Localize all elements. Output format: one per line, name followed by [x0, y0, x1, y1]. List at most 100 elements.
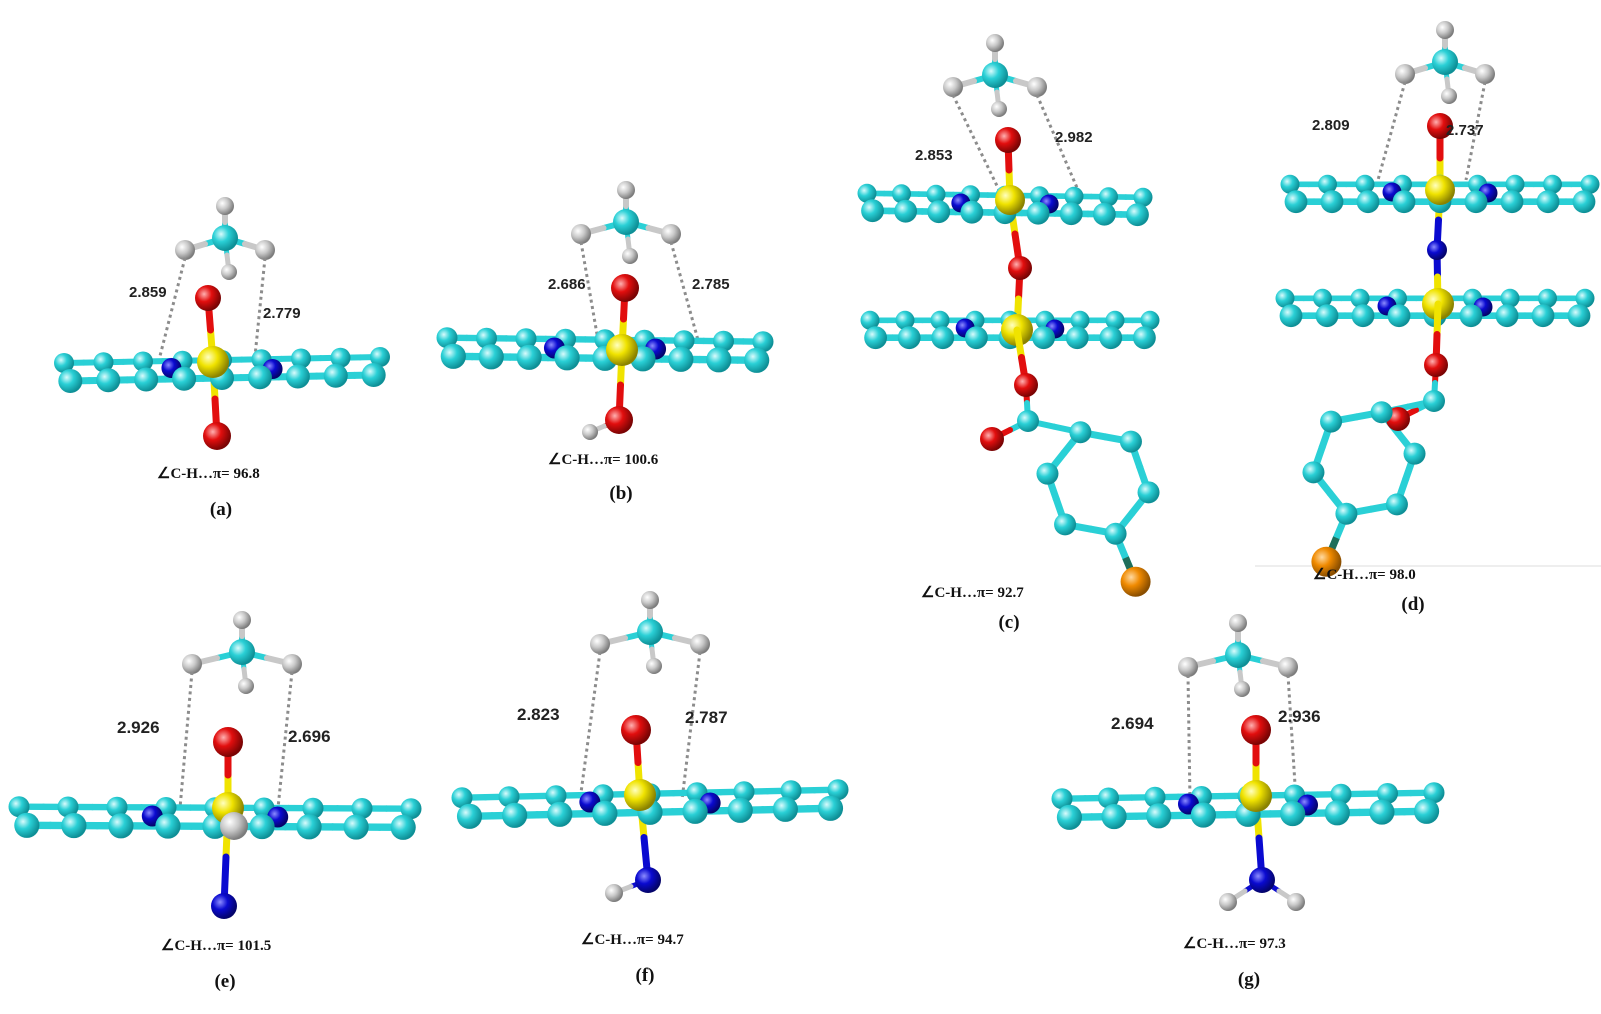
carbon-atom [502, 802, 528, 828]
carbon-atom [1059, 202, 1083, 226]
carbon-atom [1064, 186, 1084, 206]
distance-label-g-left: 2.694 [1111, 714, 1154, 733]
distance-label-a-left: 2.859 [129, 284, 167, 301]
carbon-atom [1324, 800, 1350, 826]
oxygen-atom [1014, 373, 1038, 397]
carbon-atom [1335, 502, 1358, 525]
distance-label-e-left: 2.926 [117, 718, 160, 737]
hydrogen-atom [590, 634, 610, 654]
subfigure-label-d: (d) [1401, 594, 1424, 615]
carbon-atom [212, 225, 238, 251]
distance-label-f-left: 2.823 [517, 705, 560, 724]
carbon-atom [1392, 190, 1416, 214]
carbon-atom [351, 797, 373, 819]
carbon-atom [106, 796, 128, 818]
carbon-atom [1575, 288, 1595, 308]
nitrogen-atom [1249, 867, 1275, 893]
carbon-atom [1330, 783, 1352, 805]
carbon-atom [1104, 522, 1127, 545]
angle-caption-b: ∠C-H…π= 100.6 [548, 452, 659, 468]
carbon-atom [857, 183, 877, 203]
hydrogen-atom [221, 264, 237, 280]
distance-label-d-left: 2.809 [1312, 117, 1350, 134]
carbon-atom [1133, 326, 1156, 350]
carbon-atom [860, 310, 880, 330]
hydrogen-bond-line [680, 651, 702, 801]
carbon-atom [1275, 288, 1295, 308]
carbon-atom [1320, 190, 1344, 214]
carbon-atom [478, 344, 504, 370]
distance-label-b-right: 2.785 [692, 276, 730, 293]
carbon-atom [57, 796, 79, 818]
hydrogen-atom [617, 181, 635, 199]
hydrogen-atom [175, 240, 195, 260]
carbon-atom [436, 327, 458, 349]
carbon-atom [1279, 304, 1303, 328]
hydrogen-bond-line [1035, 94, 1080, 191]
carbon-atom [1190, 802, 1216, 828]
carbon-atom [343, 814, 369, 840]
carbon-atom [892, 184, 911, 204]
hydrogen-bond-line [1286, 674, 1298, 801]
panel-b [436, 181, 774, 440]
carbon-atom [1543, 174, 1562, 194]
nitrogen-atom [635, 867, 661, 893]
hydrogen-bond-line [178, 671, 194, 809]
hydrogen-atom [690, 634, 710, 654]
carbon-atom [744, 347, 770, 373]
carbon-atom [1101, 803, 1127, 830]
carbon-atom [1284, 190, 1308, 214]
carbon-atom [894, 199, 918, 223]
carbon-atom [1370, 401, 1393, 424]
carbon-atom [930, 310, 950, 330]
carbon-atom [1098, 787, 1119, 809]
hydrogen-atom [255, 240, 275, 260]
carbon-atom [54, 353, 74, 373]
oxygen-atom [1241, 715, 1271, 745]
oxygen-atom [213, 727, 243, 757]
carbon-atom [1099, 187, 1118, 207]
carbon-atom [1140, 310, 1160, 330]
carbon-atom [1580, 174, 1600, 194]
panel-e [8, 611, 422, 919]
carbon-atom [960, 200, 984, 224]
carbon-atom [547, 801, 573, 827]
carbon-atom [727, 797, 753, 823]
carbon-atom [733, 781, 755, 803]
hydrogen-atom [641, 591, 659, 609]
carbon-atom [285, 364, 310, 389]
carbon-atom [1413, 798, 1440, 824]
carbon-atom [1225, 642, 1251, 668]
carbon-atom [1146, 803, 1172, 829]
panel-a [54, 197, 390, 450]
panel-d [1275, 21, 1600, 577]
carbon-atom [1495, 304, 1519, 328]
hydrogen-atom [605, 884, 623, 902]
carbon-atom [931, 326, 955, 350]
carbon-atom [1069, 421, 1092, 444]
oxygen-atom [605, 406, 633, 434]
angle-caption-f: ∠C-H…π= 94.7 [581, 932, 684, 948]
subfigure-label-c: (c) [998, 612, 1019, 633]
carbon-atom [1377, 782, 1398, 804]
carbon-atom [1017, 410, 1039, 432]
carbon-atom [1302, 461, 1325, 484]
carbon-atom [637, 619, 663, 645]
carbon-atom [1369, 799, 1395, 825]
hydrogen-atom [1178, 657, 1198, 677]
carbon-atom [291, 348, 311, 369]
carbon-atom [827, 779, 849, 801]
hydrogen-atom [1229, 614, 1247, 632]
hydrogen-atom [991, 101, 1007, 117]
hydrogen-atom [571, 224, 591, 244]
carbon-atom [1032, 326, 1055, 350]
hydrogen-atom [1436, 21, 1454, 39]
oxygen-atom [621, 715, 651, 745]
hydrogen-bond-line [1376, 81, 1407, 181]
hydrogen-atom [646, 658, 662, 674]
hydrogen-atom [943, 77, 963, 97]
carbon-atom [752, 331, 774, 353]
carbon-atom [14, 812, 40, 838]
carbon-atom [93, 352, 114, 373]
carbon-atom [613, 209, 639, 235]
